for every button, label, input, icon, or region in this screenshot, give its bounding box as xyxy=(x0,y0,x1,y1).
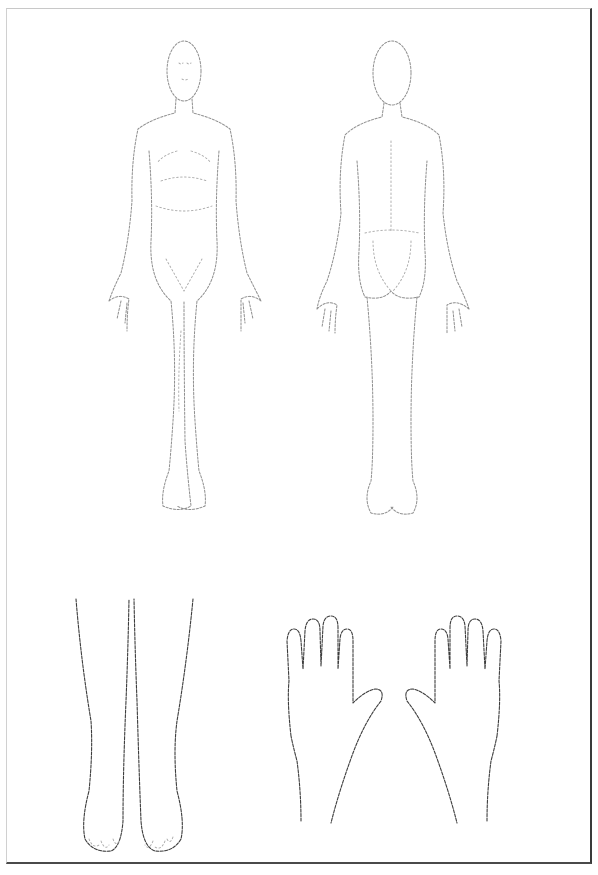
hands-outline xyxy=(287,616,501,823)
body-chart-drawing xyxy=(7,9,593,865)
front-body-outline xyxy=(109,41,261,510)
back-body-outline xyxy=(317,41,469,514)
lower-legs-feet-outline xyxy=(76,599,193,851)
body-chart-sheet xyxy=(6,8,592,864)
